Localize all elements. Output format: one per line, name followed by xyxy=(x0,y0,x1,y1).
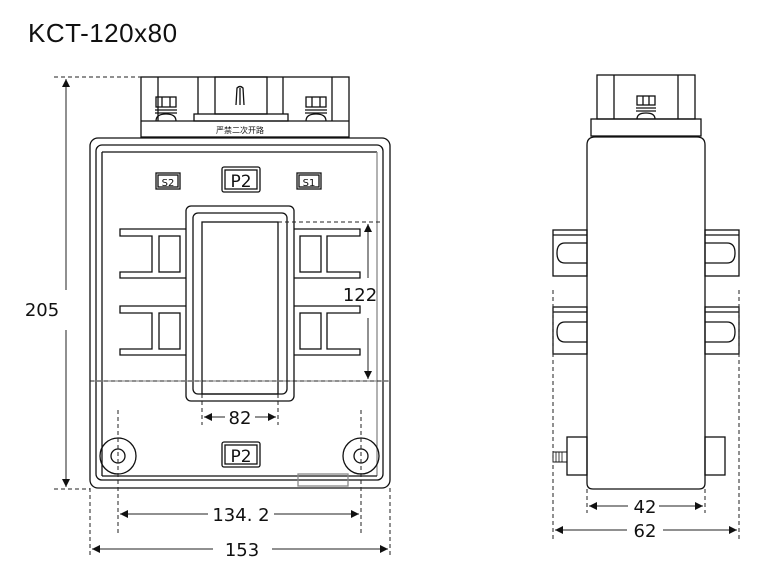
drawing-title: KCT-120x80 xyxy=(28,18,178,48)
label-p2-top: P2 xyxy=(221,166,261,193)
dim-overall-depth: 62 xyxy=(634,521,657,542)
label-s2: S2 xyxy=(155,172,181,190)
side-dimensions xyxy=(552,290,740,540)
svg-text:S2: S2 xyxy=(162,178,175,189)
din-bracket-upper xyxy=(552,229,740,277)
screw-right-icon xyxy=(305,96,327,122)
primary-window xyxy=(185,205,295,402)
label-p2-bottom: P2 xyxy=(221,441,261,468)
dim-height: 205 xyxy=(25,300,59,321)
dim-window-height: 122 xyxy=(343,285,377,306)
side-screw-icon xyxy=(636,95,656,120)
svg-text:S1: S1 xyxy=(303,178,316,189)
front-view: 严禁二次开路 S2 P2 S1 xyxy=(89,76,391,489)
side-view xyxy=(552,74,740,490)
nameplate-text: 严禁二次开路 xyxy=(216,125,264,135)
dim-body-depth: 42 xyxy=(634,497,657,518)
threaded-stud-icon xyxy=(552,451,568,463)
busbar-right xyxy=(294,228,361,356)
dim-overall-width: 153 xyxy=(225,540,259,561)
housing-outer xyxy=(89,137,391,489)
label-s1: S1 xyxy=(296,172,322,190)
housing-inner xyxy=(95,144,384,481)
dim-mount-spacing: 134. 2 xyxy=(212,505,269,526)
svg-text:P2: P2 xyxy=(230,447,251,467)
din-bracket-lower xyxy=(552,306,740,355)
front-dimensions xyxy=(54,76,391,558)
svg-text:P2: P2 xyxy=(230,172,251,192)
busbar-left xyxy=(119,228,186,356)
terminal-block xyxy=(140,76,350,138)
screw-left-icon xyxy=(155,96,177,122)
dim-window-width: 82 xyxy=(229,408,252,429)
